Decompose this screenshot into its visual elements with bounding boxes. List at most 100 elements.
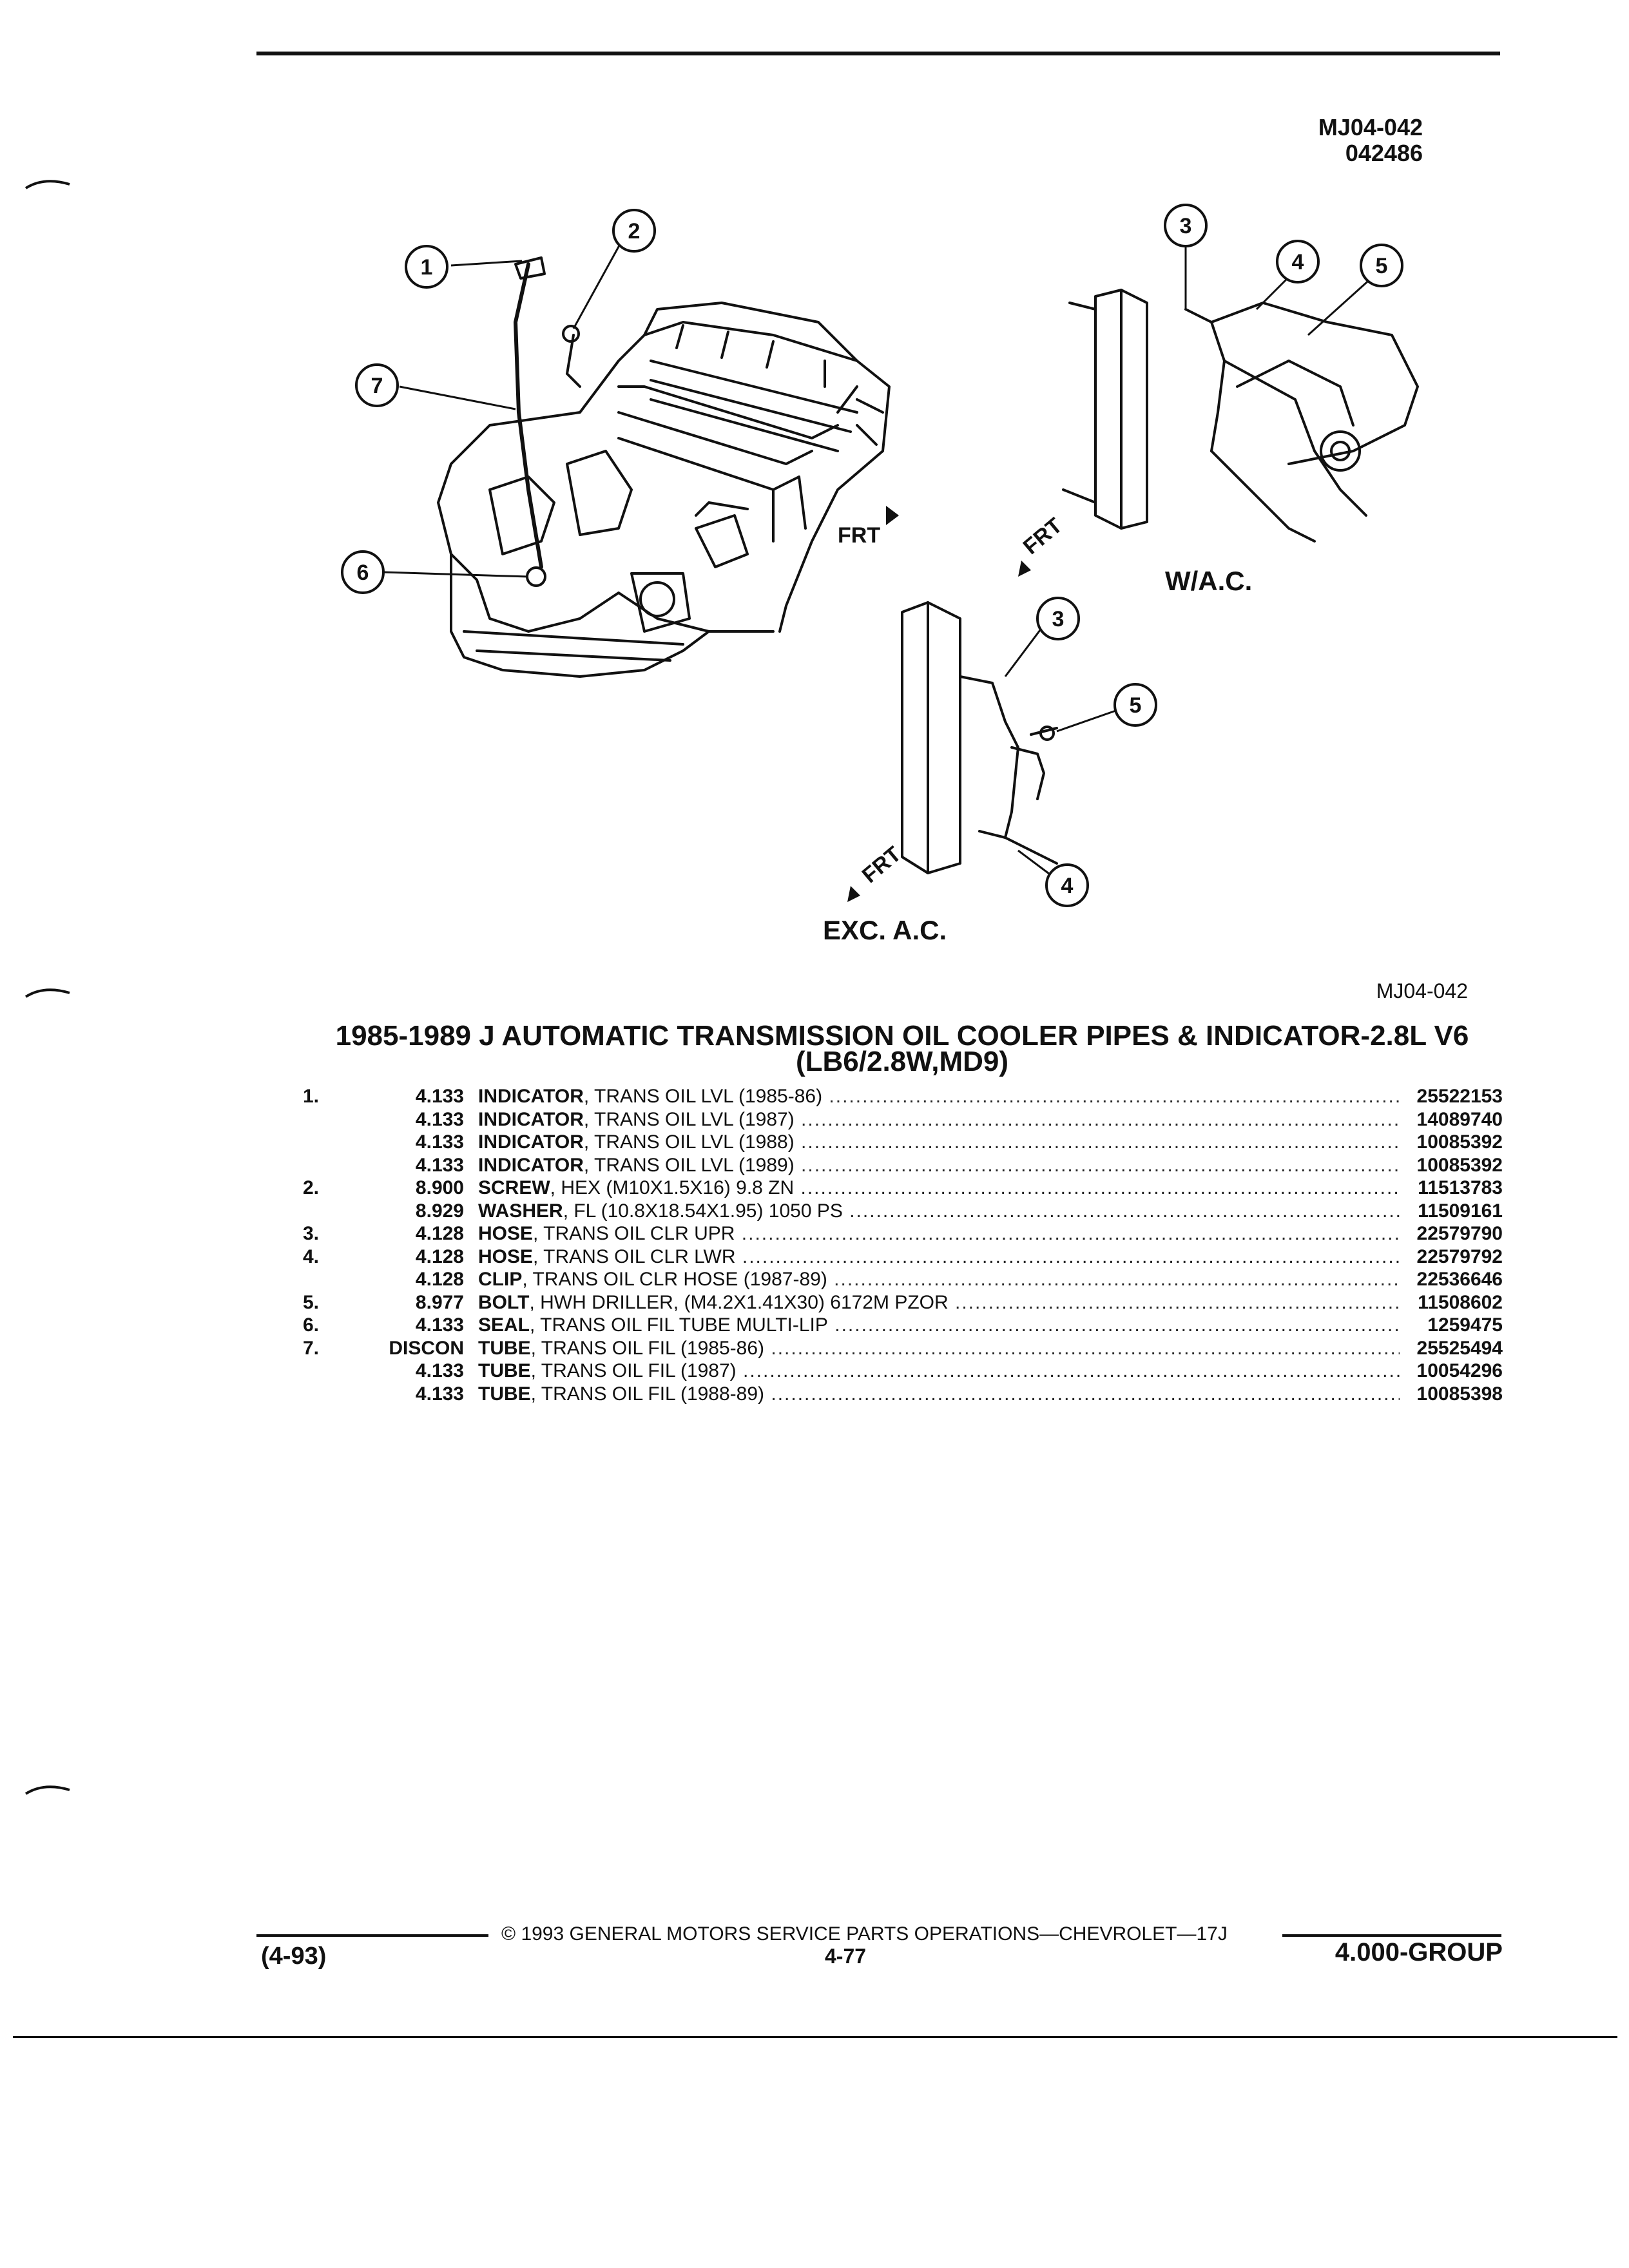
dot-leader: ........................................… <box>771 1337 1400 1359</box>
callout-3-exc-ac: 3 <box>1052 607 1065 631</box>
part-name: SCREW <box>478 1177 550 1198</box>
group-number: 8.977 <box>415 1291 464 1313</box>
dot-leader: ........................................… <box>741 1223 1400 1244</box>
frt-label-engine: FRT <box>838 523 880 548</box>
footer-date-code: (4-93) <box>261 1943 327 1970</box>
section-title-line-1: 1985-1989 J AUTOMATIC TRANSMISSION OIL C… <box>335 1020 1469 1052</box>
callout-circle-2 <box>612 209 656 253</box>
part-description: INDICATOR, TRANS OIL LVL (1985-86) .....… <box>478 1085 1400 1108</box>
figure-reference: MJ04-042 <box>1376 979 1468 1003</box>
part-number: 14089740 <box>1416 1108 1503 1130</box>
table-row: 3. 4.128 HOSE, TRANS OIL CLR UPR .........… <box>0 1222 1629 1245</box>
item-number: 3. <box>303 1223 320 1244</box>
part-number: 22536646 <box>1416 1269 1503 1290</box>
section-title-line-2: (LB6/2.8W,MD9) <box>795 1046 1009 1077</box>
part-detail: , TRANS OIL LVL (1985-86) <box>583 1086 823 1107</box>
part-name: HOSE <box>478 1245 534 1267</box>
part-number: 11508602 <box>1418 1291 1503 1313</box>
part-detail: , TRANS OIL LVL (1989) <box>583 1154 795 1176</box>
part-description: TUBE, TRANS OIL FIL (1985-86) ..........… <box>478 1337 1400 1360</box>
stamp-line-1: MJ04-042 <box>1318 114 1423 140</box>
callout-circle-1 <box>405 245 448 289</box>
part-description: INDICATOR, TRANS OIL LVL (1989) ........… <box>478 1154 1400 1177</box>
table-row: 1. 4.133 INDICATOR, TRANS OIL LVL (1985-86… <box>0 1085 1629 1108</box>
parts-illustration: FRT FRT FRT 1 2 3 4 5 3 5 4 6 7 <box>341 204 1419 907</box>
dot-leader: ........................................… <box>834 1314 1400 1336</box>
dot-leader: ........................................… <box>954 1291 1400 1313</box>
part-name: TUBE <box>478 1383 531 1405</box>
part-detail: , TRANS OIL FIL (1988-89) <box>530 1383 765 1405</box>
part-description: HOSE, TRANS OIL CLR UPR ................… <box>478 1222 1400 1245</box>
binder-mark-middle <box>24 988 70 998</box>
part-number: 1259475 <box>1427 1314 1503 1336</box>
group-number: 4.128 <box>415 1245 464 1267</box>
top-rule <box>256 52 1500 55</box>
group-number: 4.133 <box>415 1131 464 1153</box>
callout-5-with-ac: 5 <box>1376 254 1388 278</box>
group-number: 8.900 <box>415 1177 464 1198</box>
engine-drawing <box>437 302 891 678</box>
group-number: DISCON <box>389 1337 464 1359</box>
footer-rule-right <box>1282 1934 1501 1937</box>
part-number: 11509161 <box>1418 1200 1503 1222</box>
item-number: 1. <box>303 1086 320 1107</box>
callout-7: 7 <box>371 374 383 398</box>
part-detail: , TRANS OIL CLR LWR <box>533 1245 736 1267</box>
group-number: 4.133 <box>415 1360 464 1381</box>
part-name: INDICATOR <box>478 1108 584 1130</box>
dot-leader: ........................................… <box>834 1269 1400 1290</box>
caption-exc-ac: EXC. A.C. <box>823 915 947 945</box>
group-number: 4.128 <box>415 1269 464 1290</box>
dot-leader: ........................................… <box>829 1086 1400 1107</box>
part-detail: , TRANS OIL LVL (1987) <box>583 1108 795 1130</box>
part-detail: , HEX (M10X1.5X16) 9.8 ZN <box>550 1177 795 1198</box>
part-number: 10054296 <box>1416 1360 1503 1381</box>
group-number: 4.133 <box>415 1086 464 1107</box>
table-row: 4.133 INDICATOR, TRANS OIL LVL (1988) ...… <box>0 1131 1629 1154</box>
group-number: 4.133 <box>415 1108 464 1130</box>
dot-leader: ........................................… <box>800 1177 1400 1198</box>
callout-1: 1 <box>421 255 433 280</box>
group-number: 4.133 <box>415 1314 464 1336</box>
part-name: TUBE <box>478 1360 531 1381</box>
item-number: 6. <box>303 1314 320 1336</box>
callout-circle-3-with-ac <box>1164 204 1208 247</box>
part-name: BOLT <box>478 1291 530 1313</box>
part-detail: , TRANS OIL CLR HOSE (1987-89) <box>522 1269 827 1290</box>
part-description: SCREW, HEX (M10X1.5X16) 9.8 ZN .........… <box>478 1177 1400 1200</box>
part-name: INDICATOR <box>478 1154 584 1176</box>
part-description: TUBE, TRANS OIL FIL (1988-89) ..........… <box>478 1383 1400 1406</box>
callout-2: 2 <box>628 219 641 244</box>
part-number: 10085392 <box>1416 1154 1503 1176</box>
callout-4-with-ac: 4 <box>1292 250 1304 274</box>
group-number: 4.128 <box>415 1223 464 1244</box>
footer-copyright: © 1993 GENERAL MOTORS SERVICE PARTS OPER… <box>501 1923 1228 1945</box>
part-detail: , TRANS OIL FIL TUBE MULTI-LIP <box>530 1314 828 1336</box>
part-detail: , FL (10.8X18.54X1.95) 1050 PS <box>563 1200 843 1222</box>
part-description: INDICATOR, TRANS OIL LVL (1987) ........… <box>478 1108 1400 1131</box>
binder-mark-top <box>24 180 70 189</box>
part-number: 22579792 <box>1416 1245 1503 1267</box>
callout-circle-4-exc-ac <box>1045 863 1089 907</box>
dot-leader: ........................................… <box>801 1131 1400 1153</box>
group-number: 4.133 <box>415 1154 464 1176</box>
item-number: 4. <box>303 1245 320 1267</box>
part-detail: , TRANS OIL FIL (1985-86) <box>530 1337 765 1359</box>
group-number: 8.929 <box>415 1200 464 1222</box>
part-description: BOLT, HWH DRILLER, (M4.2X1.41X30) 6172M … <box>478 1291 1400 1314</box>
figure-stamp: MJ04-042 042486 <box>1318 115 1423 166</box>
part-description: INDICATOR, TRANS OIL LVL (1988) ........… <box>478 1131 1400 1154</box>
callout-circle-4-with-ac <box>1276 240 1320 284</box>
footer-group: 4.000-GROUP <box>1335 1938 1503 1966</box>
dot-leader: ........................................… <box>743 1360 1400 1381</box>
caption-with-ac: W/A.C. <box>1165 566 1253 596</box>
part-name: SEAL <box>478 1314 530 1336</box>
callout-circle-5-exc-ac <box>1113 683 1157 727</box>
dot-leader: ........................................… <box>801 1108 1400 1130</box>
part-number: 25522153 <box>1416 1086 1503 1107</box>
